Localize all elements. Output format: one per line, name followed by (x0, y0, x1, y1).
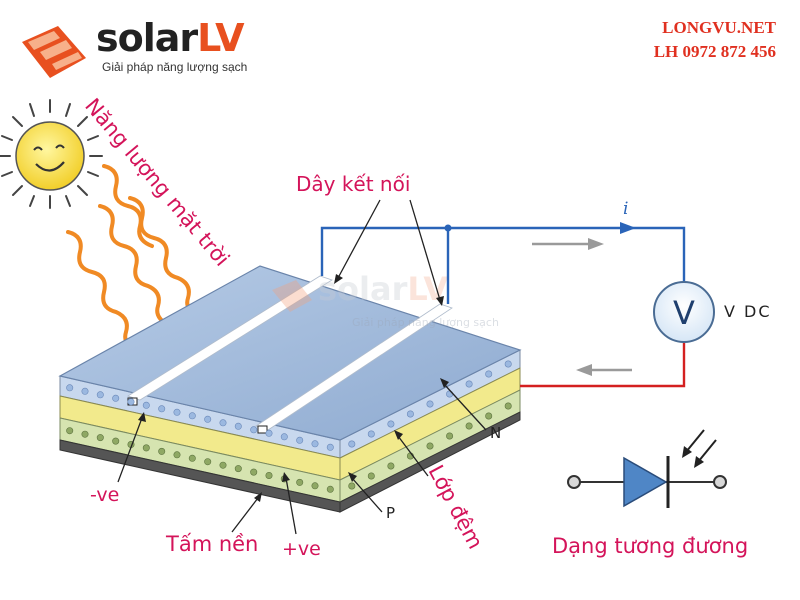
particle-dot (250, 426, 258, 434)
voltmeter-unit-label: V DC (724, 302, 772, 321)
particle-dot (127, 398, 135, 406)
particle-dot (219, 419, 227, 427)
particle-dot (112, 394, 120, 402)
particle-dot (112, 437, 120, 445)
particle-dot (485, 370, 493, 378)
solar-panel-logo-icon (22, 26, 86, 78)
particle-dot (387, 420, 395, 428)
contact-website: LONGVU.NET (662, 18, 776, 37)
diode-equivalent-icon (567, 429, 727, 508)
annotation-leaders (117, 199, 487, 535)
particle-dot (426, 400, 434, 408)
particle-dot (387, 462, 395, 470)
sun-icon (0, 99, 103, 209)
particle-dot (504, 402, 512, 410)
negative-electrode-label: -ve (90, 484, 120, 506)
particle-dot (296, 478, 304, 486)
contact-phone: LH 0972 872 456 (653, 42, 776, 61)
particle-dot (265, 429, 273, 437)
p-layer-label: P (386, 504, 396, 522)
particle-dot (465, 422, 473, 430)
particle-dot (485, 412, 493, 420)
voltmeter-symbol: V (673, 294, 695, 332)
particle-dot (234, 465, 242, 473)
particle-dot (326, 443, 334, 451)
particle-dot (326, 485, 334, 493)
particle-dot (348, 440, 356, 448)
particle-dot (142, 444, 150, 452)
particle-dot (66, 384, 74, 392)
particle-dot (158, 447, 166, 455)
particle-dot (406, 410, 414, 418)
particle-dot (265, 471, 273, 479)
current-direction-arrows (532, 238, 632, 376)
particle-dot (173, 451, 181, 459)
brand-name-main: solar (96, 16, 198, 60)
positive-electrode-label: +ve (282, 538, 321, 560)
sunlight-label: Năng lượng mặt trời (80, 94, 234, 271)
brand-name-accent: LV (197, 16, 244, 60)
voltmeter (653, 281, 715, 343)
sunlight-waves (66, 164, 202, 354)
particle-dot (81, 387, 89, 395)
circuit-wires (320, 222, 686, 388)
n-layer-label: N (490, 424, 502, 442)
particle-dot (96, 391, 104, 399)
wire-label: Dây kết nối (296, 172, 411, 196)
particle-dot (96, 434, 104, 442)
substrate-label: Tấm nền (166, 532, 259, 556)
particle-dot (188, 412, 196, 420)
particle-dot (280, 433, 288, 441)
particle-dot (188, 454, 196, 462)
particle-dot (142, 401, 150, 409)
particle-dot (296, 436, 304, 444)
particle-dot (173, 408, 181, 416)
particle-dot (81, 430, 89, 438)
particle-dot (311, 440, 319, 448)
particle-dot (311, 482, 319, 490)
particle-dot (234, 422, 242, 430)
particle-dot (204, 458, 212, 466)
particle-dot (250, 468, 258, 476)
current-label: i (623, 199, 628, 219)
equivalent-circuit-label: Dạng tương đương (552, 534, 749, 558)
particle-dot (367, 430, 375, 438)
particle-dot (367, 472, 375, 480)
particle-dot (504, 360, 512, 368)
particle-dot (158, 405, 166, 413)
buffer-layer-label: Lớp đệm (424, 461, 488, 553)
watermark-logo: solarLV Giải pháp năng lượng sạch (272, 270, 499, 329)
brand-tagline: Giải pháp năng lượng sạch (102, 60, 248, 74)
particle-dot (204, 415, 212, 423)
brand-logo-text: solarLV (96, 16, 245, 60)
particle-dot (66, 427, 74, 435)
particle-dot (426, 442, 434, 450)
particle-dot (446, 432, 454, 440)
particle-dot (465, 380, 473, 388)
particle-dot (348, 482, 356, 490)
watermark-tagline: Giải pháp năng lượng sạch (352, 316, 499, 329)
particle-dot (219, 461, 227, 469)
